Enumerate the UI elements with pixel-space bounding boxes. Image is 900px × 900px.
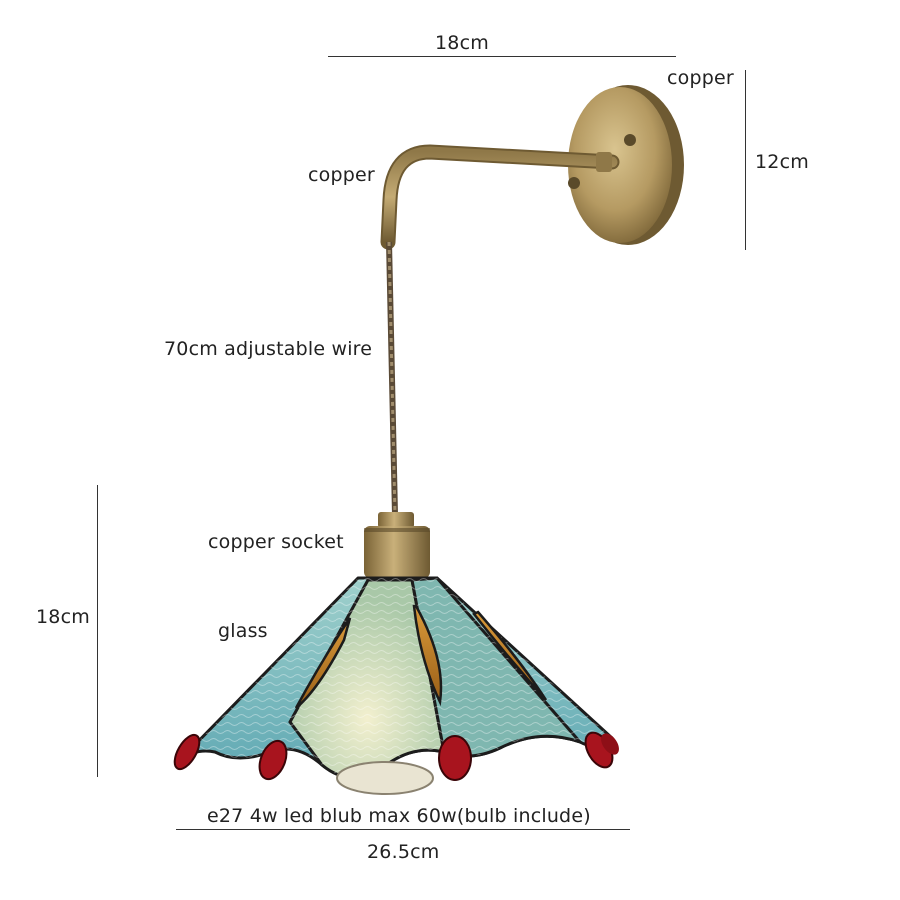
- bulb-label: e27 4w led blub max 60w(bulb include): [207, 805, 591, 827]
- backplate-material-label: copper: [667, 67, 734, 89]
- wall-backplate: [568, 85, 684, 245]
- shade-width-line: [176, 829, 630, 830]
- shade-height-line: [97, 485, 98, 777]
- red-beads: [173, 731, 619, 781]
- braided-wire: [386, 241, 398, 516]
- top-width-line: [328, 56, 676, 57]
- shade-width-label: 26.5cm: [367, 841, 440, 863]
- copper-socket: [364, 512, 430, 578]
- wire-label: 70cm adjustable wire: [164, 338, 373, 360]
- backplate-height-line: [745, 70, 746, 250]
- top-width-label: 18cm: [435, 32, 489, 54]
- lamp-arm: [380, 144, 620, 250]
- shade-material-label: glass: [218, 620, 268, 642]
- shade-height-label: 18cm: [36, 606, 90, 628]
- glass-shade: [178, 576, 614, 795]
- backplate-height-label: 12cm: [755, 151, 809, 173]
- arm-material-label: copper: [308, 164, 375, 186]
- socket-label: copper socket: [208, 531, 344, 553]
